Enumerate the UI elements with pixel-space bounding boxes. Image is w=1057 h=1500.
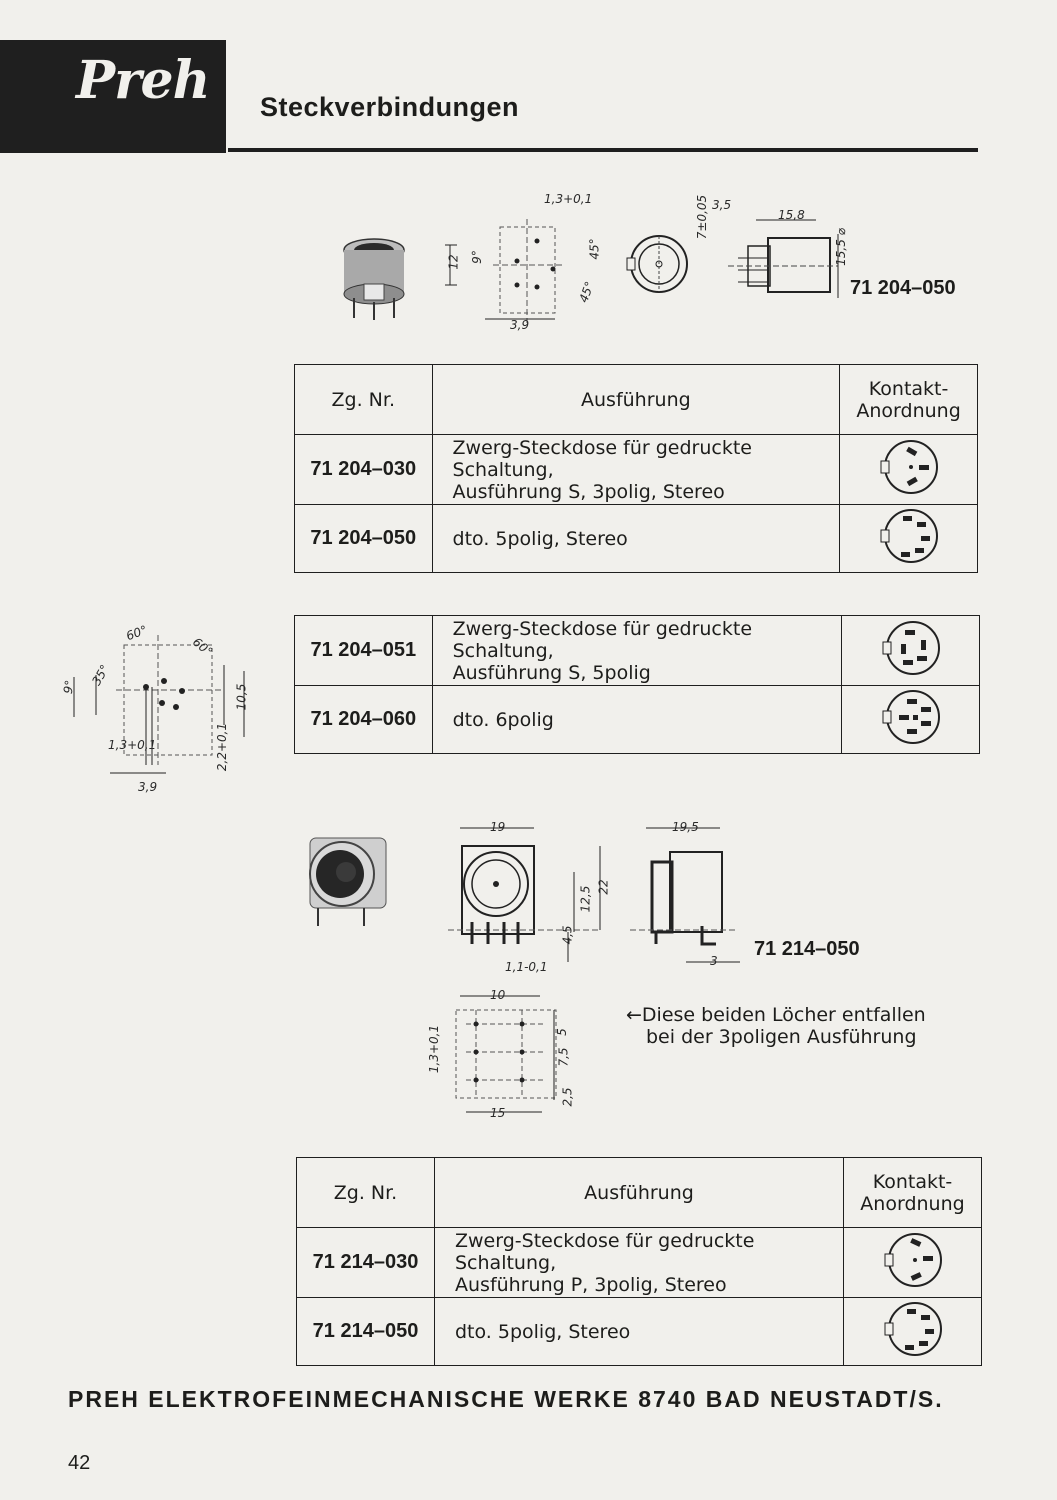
row-code: 71 214–030	[296, 1227, 435, 1298]
dim-3e: 1,1-0,1	[505, 960, 548, 974]
contact-diagram-5pin	[841, 615, 980, 686]
row-desc: dto. 5polig, Stereo	[434, 1297, 844, 1366]
table-71204-b: 71 204–051 Zwerg-Steckdose für gedruckte…	[294, 615, 980, 754]
dim-3j: 5	[554, 1028, 569, 1036]
dim-1f: 3,9	[510, 318, 530, 332]
col-zg-nr: Zg. Nr.	[296, 1157, 435, 1228]
dim-1h: 15,8	[778, 208, 805, 222]
logo-block	[0, 40, 226, 153]
col-zg-nr: Zg. Nr.	[294, 364, 433, 435]
figure3-label: 71 214–050	[754, 938, 860, 960]
dim-3g: 3	[710, 954, 718, 968]
row-code: 71 204–030	[294, 434, 433, 505]
socket-photo-2	[309, 837, 387, 926]
dim-3c: 22	[596, 879, 611, 895]
footer-company: PREH ELEKTROFEINMECHANISCHE WERKE 8740 B…	[68, 1386, 944, 1412]
dim-2h: 3,9	[138, 780, 158, 794]
socket-photo-1	[343, 238, 405, 320]
dim-2f: 1,3+0,1	[108, 738, 157, 752]
row-desc: dto. 6polig	[431, 685, 843, 754]
dim-1d: 45°	[587, 238, 602, 260]
drill-pattern-3	[455, 995, 557, 1113]
contact-diagram-3pin	[839, 434, 978, 505]
contact-diagram-5pin	[843, 1297, 982, 1366]
dim-3a: 19	[490, 820, 506, 834]
dim-1j: 15,5 ⌀	[833, 228, 848, 266]
preh-logo: Preh	[76, 50, 210, 111]
dim-1b: 12	[446, 254, 461, 270]
contact-diagram-5pin	[839, 504, 978, 573]
dim-3b: 12,5	[578, 885, 593, 913]
contact-diagram-6pin	[841, 685, 980, 754]
dim-1i: 7±0,05	[695, 194, 710, 240]
dim-2c: 9°	[60, 679, 77, 695]
page-number: 42	[68, 1452, 91, 1474]
table-71214: Zg. Nr. Ausführung Kontakt-Anordnung 71 …	[296, 1157, 982, 1366]
header-rule	[228, 148, 978, 152]
dim-3m: 15	[490, 1106, 506, 1120]
table-row: 71 204–050 dto. 5polig, Stereo	[294, 504, 978, 573]
dim-2g: 2,2+0,1	[215, 722, 230, 772]
row-desc: dto. 5polig, Stereo	[431, 504, 841, 573]
table-row: 71 214–030 Zwerg-Steckdose für gedruckte…	[296, 1227, 982, 1298]
dim-1g: 3,5	[712, 198, 732, 212]
hole-note: ←Diese beiden Löcher entfallen bei der 3…	[626, 1004, 926, 1048]
col-kontakt: Kontakt-Anordnung	[843, 1157, 982, 1228]
table-row: 71 204–051 Zwerg-Steckdose für gedruckte…	[294, 615, 980, 686]
row-code: 71 204–051	[294, 615, 433, 686]
dim-3h: 10	[490, 988, 506, 1002]
contact-diagram-3pin	[843, 1227, 982, 1298]
page-title: Steckverbindungen	[260, 92, 520, 122]
figure1-label: 71 204–050	[850, 277, 956, 299]
row-code: 71 214–050	[296, 1297, 435, 1366]
dim-3k: 7,5	[556, 1047, 571, 1067]
socket-front-view-1	[626, 235, 688, 293]
col-kontakt: Kontakt-Anordnung	[839, 364, 978, 435]
col-ausfuehrung: Ausführung	[431, 364, 841, 435]
socket-side-view-2	[630, 827, 740, 963]
dim-3f: 19,5	[672, 820, 699, 834]
row-code: 71 204–060	[294, 685, 433, 754]
dim-2e: 10,5	[234, 683, 249, 711]
dim-3d: 4,5	[560, 925, 575, 945]
socket-front-view-2	[448, 827, 601, 962]
table-row: 71 204–030 Zwerg-Steckdose für gedruckte…	[294, 434, 978, 505]
socket-side-view-1	[728, 219, 839, 298]
table-row: 71 214–050 dto. 5polig, Stereo	[296, 1297, 982, 1366]
drill-pattern-1	[445, 219, 563, 323]
table-row: 71 204–060 dto. 6polig	[294, 685, 980, 754]
drill-pattern-2	[73, 635, 245, 774]
dim-3i: 1,3+0,1	[427, 1024, 442, 1074]
col-ausfuehrung: Ausführung	[434, 1157, 844, 1228]
dim-3l: 2,5	[560, 1087, 575, 1107]
dim-1c: 9°	[469, 250, 484, 264]
dim-1a: 1,3+0,1	[544, 192, 593, 206]
row-code: 71 204–050	[294, 504, 433, 573]
table-71204: Zg. Nr. Ausführung Kontakt-Anordnung 71 …	[294, 364, 978, 573]
